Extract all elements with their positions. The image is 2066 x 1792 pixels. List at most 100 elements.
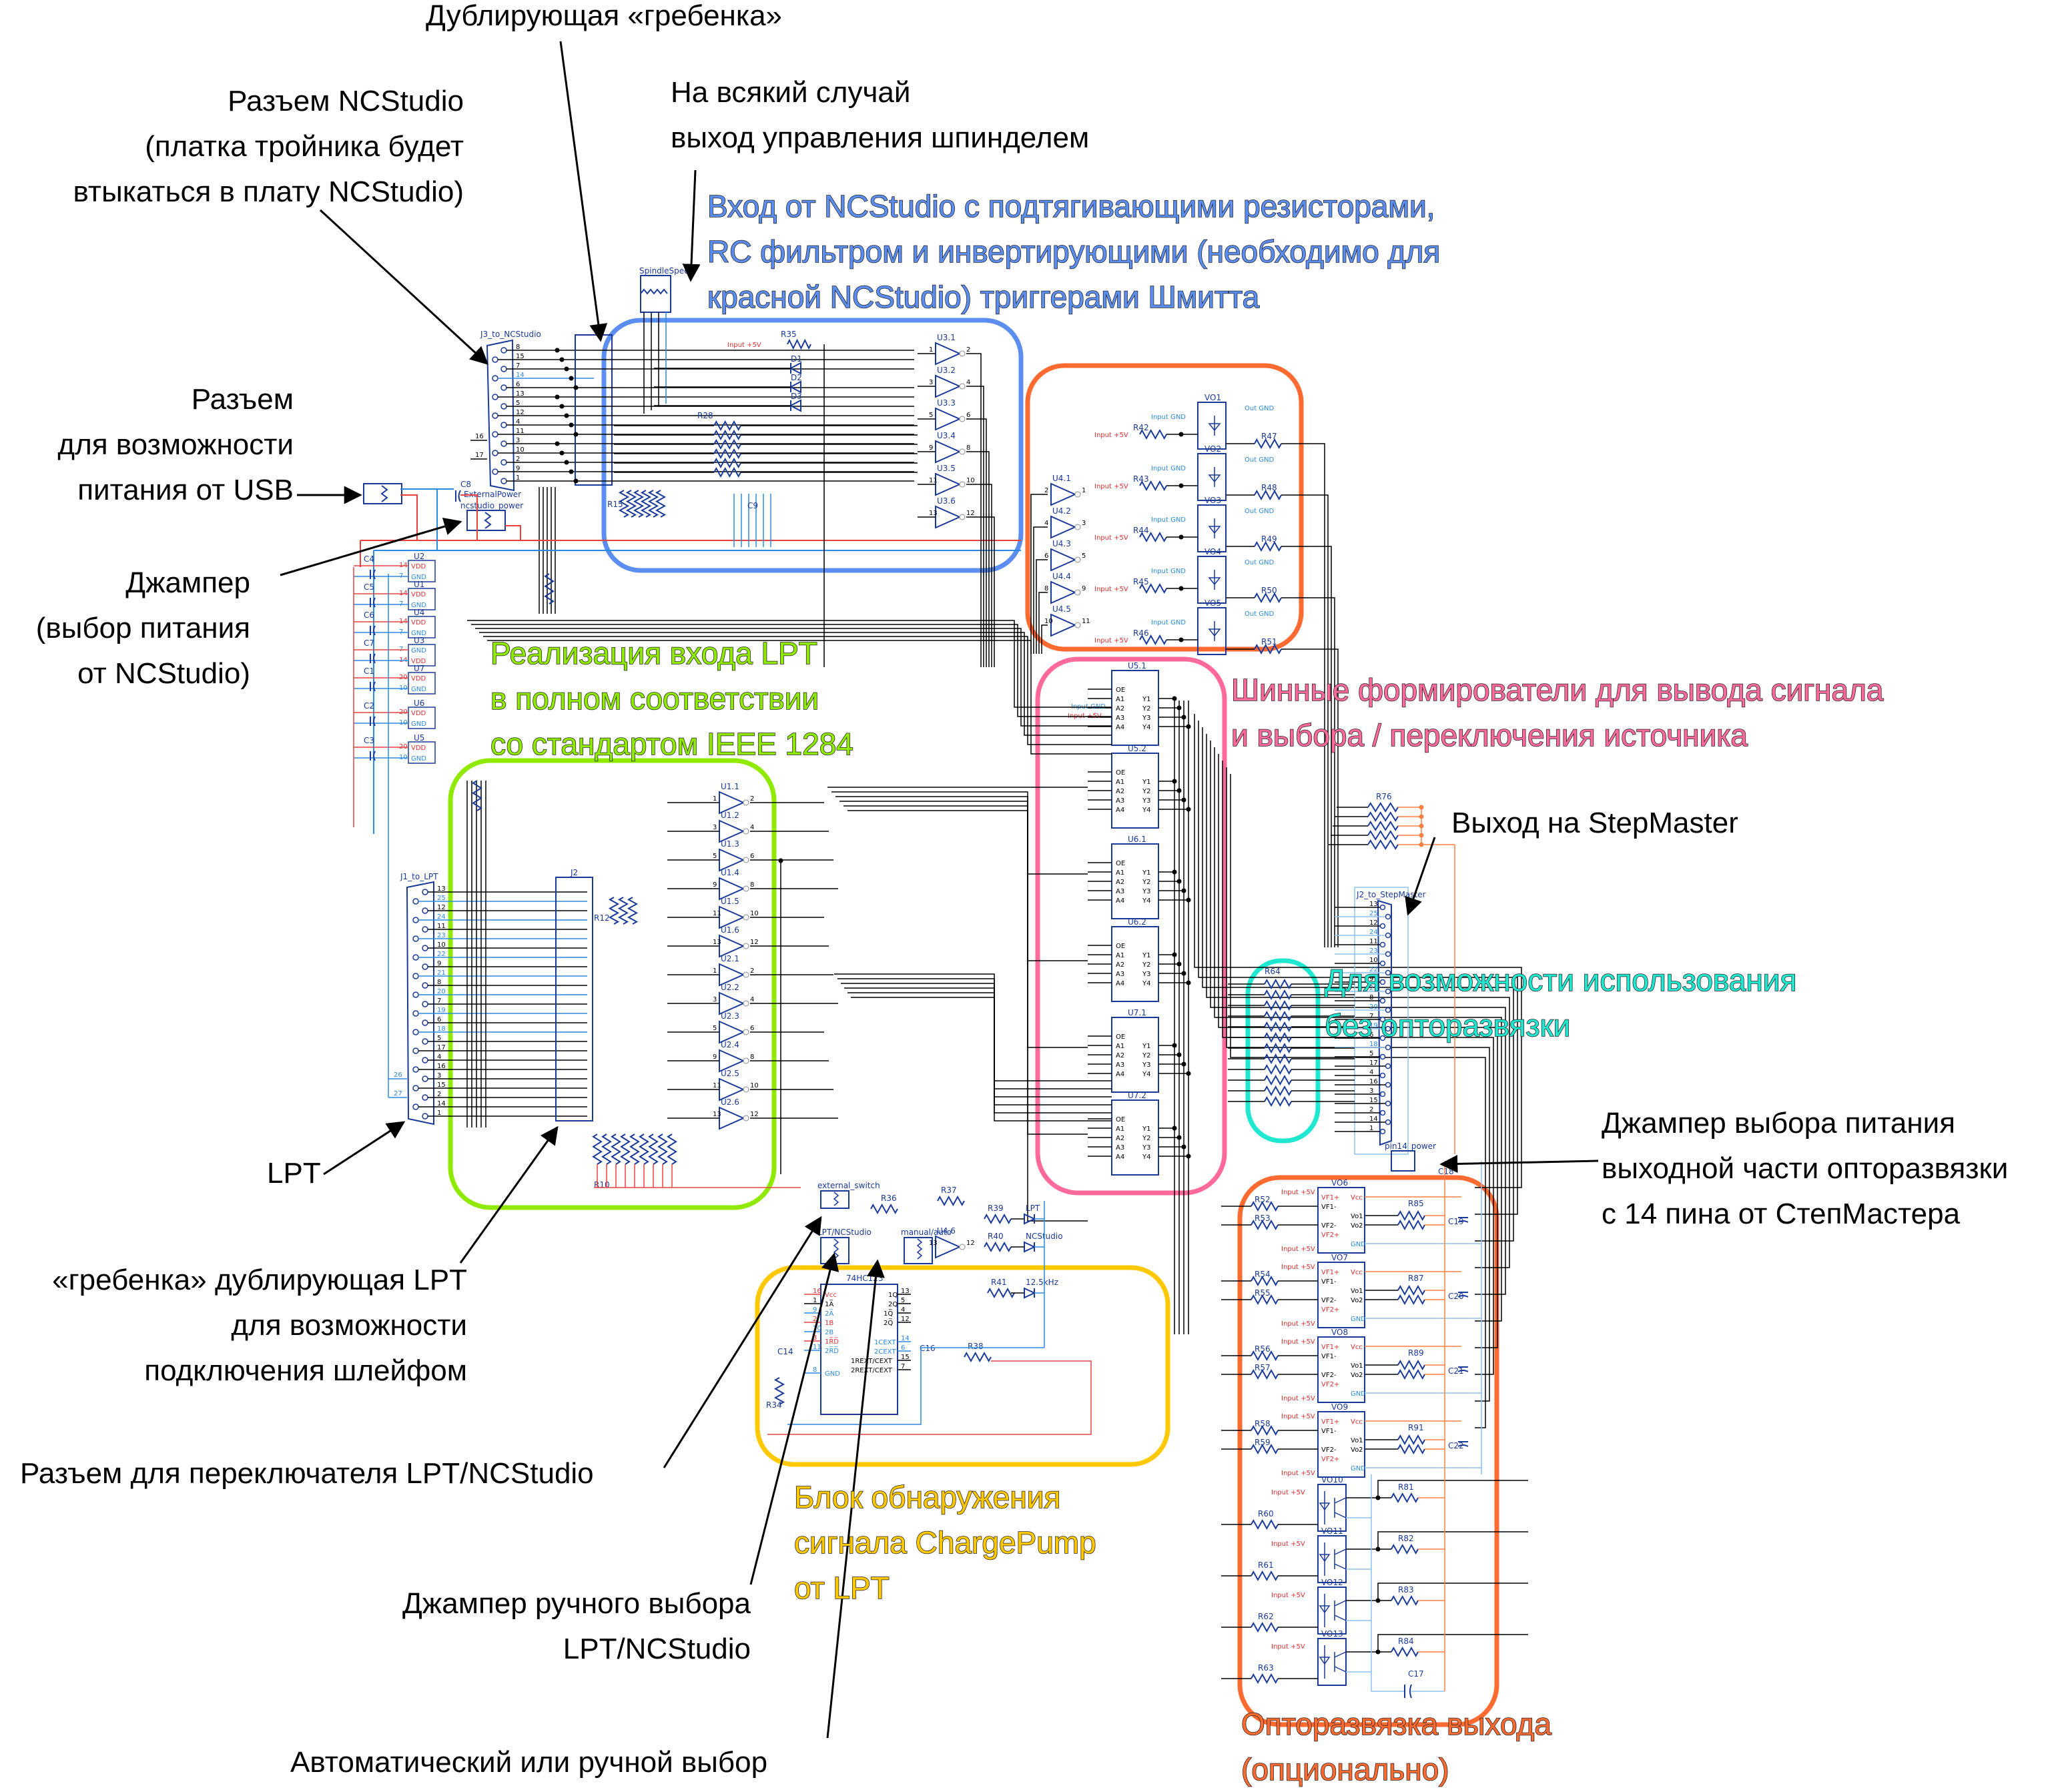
pin-number: 10 [750, 910, 759, 917]
diode-label: D3 [791, 392, 802, 401]
opto-output-resistor [1254, 592, 1282, 604]
decoupling-section: U2VDDGND147C4U1VDDGND147C5U4VDDGND147C6U… [353, 552, 436, 827]
wire [1281, 597, 1335, 947]
gate-label: U2.6 [721, 1097, 739, 1107]
connector-pin [1379, 904, 1386, 911]
c8-label: C8 [460, 480, 471, 489]
pin-number: 21 [437, 969, 446, 977]
ic-power-block [408, 644, 436, 666]
pin-number: 11 [1369, 938, 1378, 945]
connector-pin [1385, 1025, 1391, 1032]
connector-pin [422, 1019, 428, 1026]
opto-pin-name: Vo1 [1351, 1213, 1363, 1220]
annotation-stepmaster-out: Выход на StepMaster [1451, 807, 1738, 839]
resistor [1391, 1595, 1419, 1607]
opto-pin-name: VF2- [1321, 1222, 1337, 1230]
bypass-resistor [1264, 1053, 1292, 1065]
pin-number: 10 [750, 1082, 759, 1089]
annotation-line: «гребенка» дублирующая LPT [52, 1264, 467, 1296]
ic-pin-name: VDD [411, 563, 426, 570]
connector-pin [1379, 1053, 1386, 1060]
pin-number: 16 [475, 433, 484, 440]
resistor-label: R81 [1398, 1482, 1414, 1492]
stepmaster-output: R76J2_to_StepMaster132512241123102292182… [1228, 792, 1455, 1176]
buffer-pin-name: A4 [1116, 807, 1124, 814]
pin-number: 6 [750, 853, 754, 860]
resistor [1251, 1350, 1279, 1362]
resistor-label: R45 [1133, 577, 1149, 586]
bus-wire [1388, 1027, 1498, 1348]
opto-transistor [1334, 1497, 1347, 1518]
inverter-bubble [743, 971, 749, 978]
block-title-line: со стандартом IEEE 1284 [490, 726, 853, 762]
pin-number: 11 [929, 477, 938, 484]
connector-pin [1379, 1035, 1386, 1041]
connector-pin [1385, 1007, 1391, 1013]
block-title-line: от LPT [793, 1570, 890, 1606]
optocoupler [1317, 1484, 1347, 1532]
pin-number: 27 [394, 1090, 402, 1097]
buffer-pin-name: OE [1116, 769, 1125, 777]
resistor-label: R44 [1133, 526, 1149, 535]
inverter-bubble [959, 416, 966, 422]
pullup-resistor [620, 1134, 631, 1165]
capacitor-label: C21 [1448, 1366, 1464, 1376]
annotation-switch-connector: Разъем для переключателя LPT/NCStudio [20, 1457, 594, 1490]
resistor-label: R49 [1261, 534, 1277, 544]
pin-number: 12 [901, 1316, 910, 1323]
pin-number: 13 [713, 1111, 721, 1118]
opto-pin-name: VF1+ [1321, 1194, 1339, 1202]
pin-number: 3 [929, 379, 933, 386]
pin-number: 3 [437, 1072, 441, 1079]
optocoupler [1197, 453, 1227, 501]
resistor-label: R60 [1258, 1509, 1274, 1518]
junction-dot [559, 450, 565, 456]
resistor [964, 1351, 992, 1363]
inverter-symbol [1050, 482, 1077, 506]
pin-number: 18 [1369, 1041, 1378, 1048]
inverter-symbol [935, 374, 962, 398]
junction-dot [569, 422, 574, 428]
junction-dot [1178, 432, 1184, 437]
wire [966, 484, 992, 667]
opto-input-resistor [1139, 582, 1167, 594]
pin-number: 23 [437, 932, 446, 939]
block-frame-ncstudio-input [601, 318, 1024, 573]
bus-wire [847, 992, 1112, 1113]
net-label: Out GND [1245, 508, 1275, 515]
inverter-bubble [959, 383, 966, 390]
connector-pin [412, 898, 419, 905]
net-label: Input +5V [1271, 1643, 1305, 1651]
resistor-label: R38 [968, 1342, 984, 1351]
inverter-bubble [959, 350, 966, 357]
pullup-resistor [625, 490, 637, 518]
inverter-bubble [1074, 556, 1081, 563]
pin-number: 14 [516, 372, 525, 379]
connector-pin [1385, 913, 1391, 920]
capacitor-plate [373, 625, 376, 636]
pin-number: 4 [750, 824, 754, 831]
net-label: Input +5V [727, 342, 761, 349]
pin-number: 24 [1369, 929, 1378, 936]
opto-led [1208, 621, 1221, 641]
gate-label: U1.3 [721, 839, 739, 849]
manual-auto-jumper [904, 1237, 933, 1264]
resistor [1397, 1294, 1425, 1306]
filter-resistor [713, 448, 741, 460]
pin-number: 17 [437, 1044, 446, 1051]
connector-pin [492, 412, 498, 419]
junction-dot [569, 469, 574, 474]
pin-number: 10 [966, 477, 975, 484]
junction-dot [555, 394, 560, 400]
pin-number: 6 [750, 1025, 754, 1032]
opto-pin-name: VF1+ [1321, 1269, 1339, 1276]
buffer-pin-name: Y4 [1142, 1071, 1150, 1078]
block-title-line: Вход от NCStudio с подтягивающими резист… [707, 188, 1435, 224]
buffer-pin-name: A3 [1116, 715, 1124, 722]
resistor-label: R63 [1258, 1663, 1274, 1673]
opto-pin-name: Vo1 [1351, 1362, 1363, 1370]
junction-dot [564, 460, 569, 465]
resistor [937, 1195, 965, 1207]
